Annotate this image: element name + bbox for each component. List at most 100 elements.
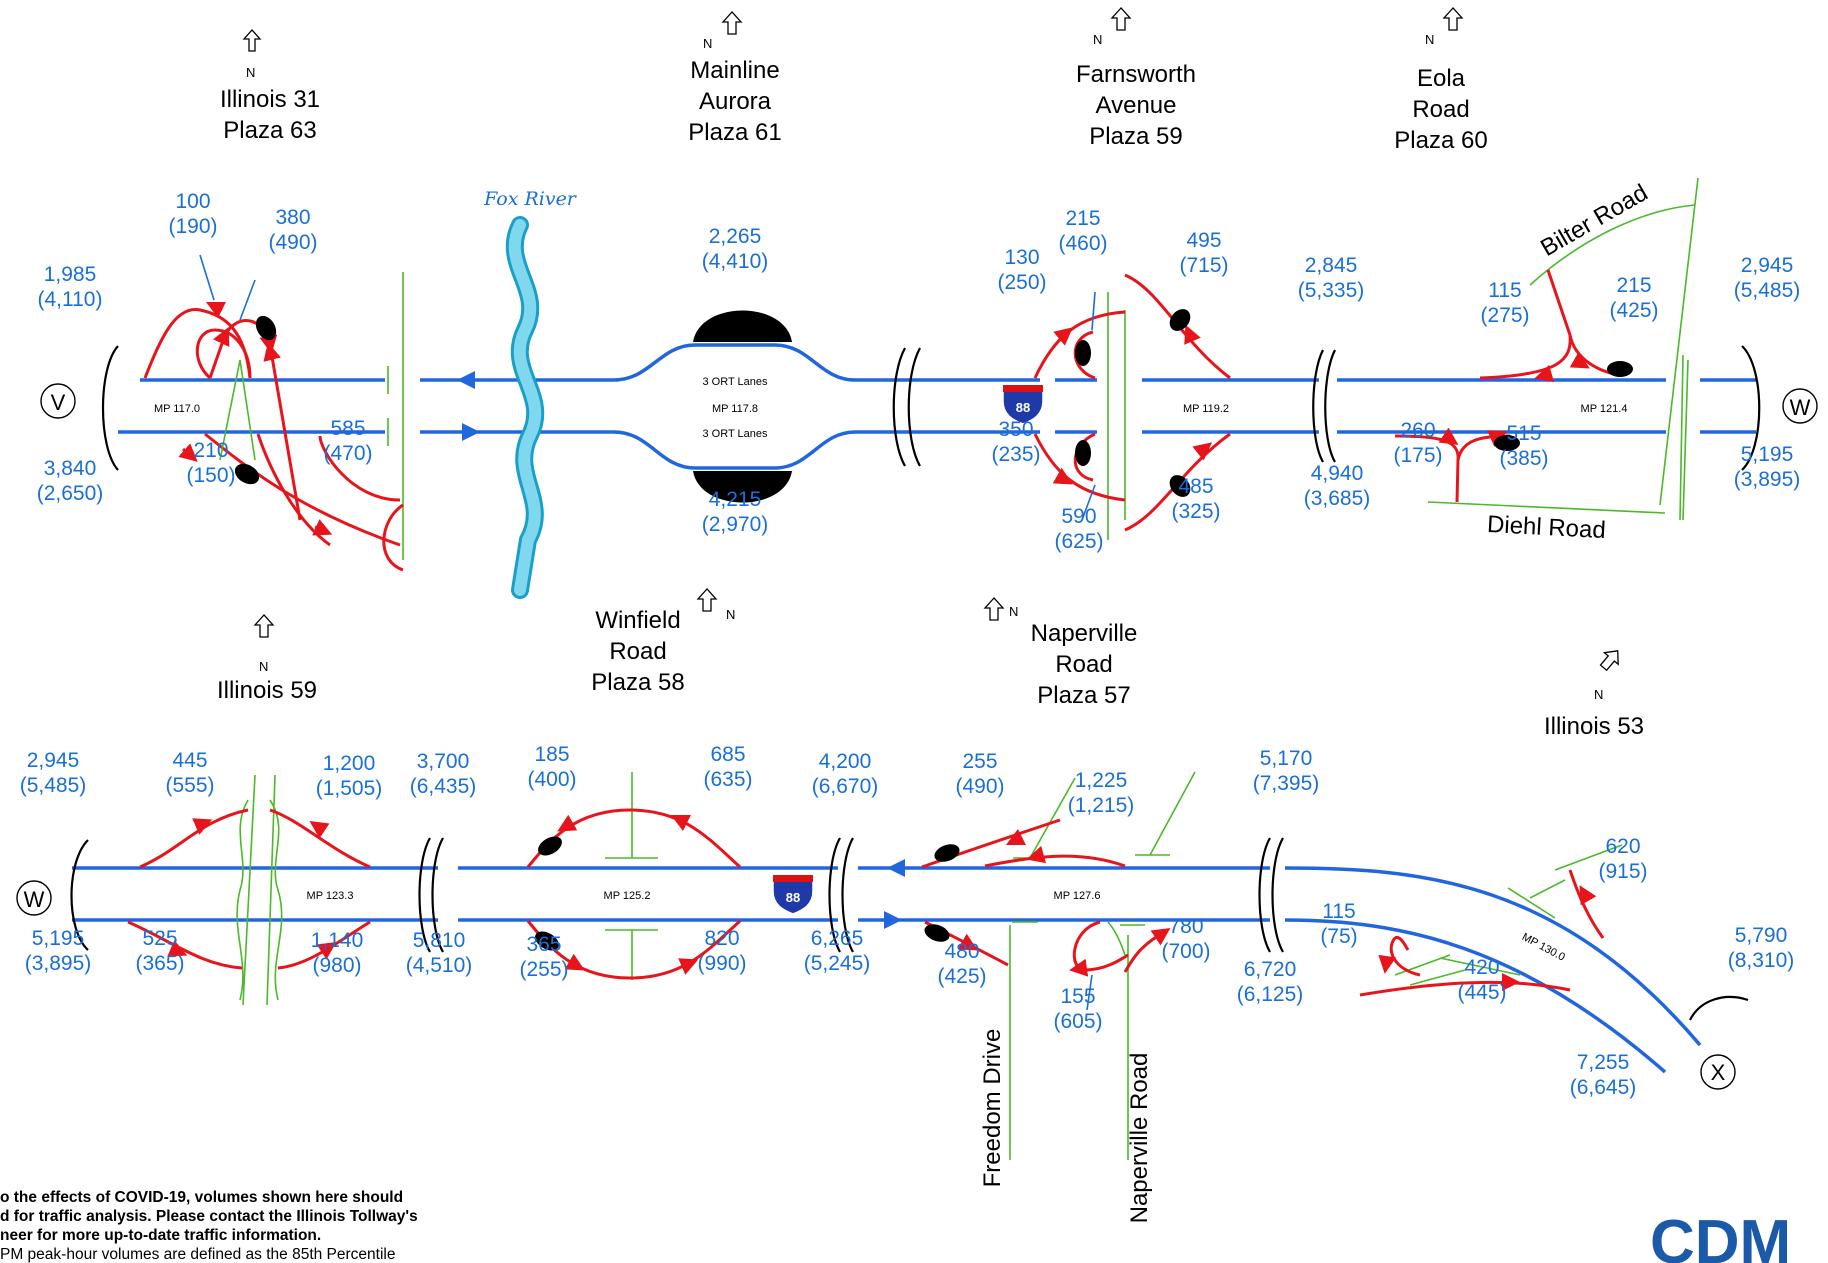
volume-label: 820(990): [697, 927, 746, 975]
break-mark: [1312, 349, 1336, 463]
volume-label: 3,700(6,435): [410, 750, 477, 798]
cross-road: [605, 772, 658, 980]
toll-plaza-icon: [693, 471, 792, 503]
node-x-icon: [1700, 1054, 1736, 1090]
ramp: [1073, 432, 1096, 482]
volume-label: 6,265(5,245): [804, 927, 871, 975]
toll-booth-icon: [234, 463, 260, 485]
milepost-label: MP 130.0: [1520, 931, 1567, 964]
mainline-westbound-top-a: [140, 343, 1040, 382]
mainline-westbound-bottom: [72, 866, 1702, 1047]
volume-label: 2,945(5,485): [1734, 254, 1801, 302]
break-mark: [418, 837, 444, 953]
ramp: [139, 808, 249, 869]
boundary-arc: [101, 345, 119, 471]
volume-label: 3,840(2,650): [37, 457, 104, 505]
toll-booth-icon: [1607, 361, 1633, 377]
volume-label: 185(400): [527, 743, 576, 791]
volume-label: 525(365): [135, 927, 184, 975]
volume-label: 350(235): [991, 418, 1040, 466]
svg-text:W: W: [1790, 395, 1811, 420]
svg-text:N: N: [259, 659, 268, 674]
north-arrow-icon: N: [983, 597, 1018, 621]
toll-booth-icon: [255, 315, 277, 341]
volume-label: 685(635): [703, 743, 752, 791]
cross-road: [219, 359, 256, 461]
volume-label: 5,810(4,510): [406, 929, 473, 977]
svg-text:N: N: [1093, 32, 1102, 47]
ramp: [1389, 935, 1421, 977]
volume-labels: 1,985(4,110)100(190)380(490)3,840(2,650)…: [20, 190, 1801, 1099]
toll-booth-icon: [1169, 475, 1191, 497]
svg-text:neer for more up-to-date traff: neer for more up-to-date traffic informa…: [0, 1227, 321, 1244]
volume-label: 1,200(1,505): [316, 752, 383, 800]
bilter-road: [1529, 204, 1696, 286]
mainline-eastbound-top-a: [118, 430, 1040, 470]
volume-label: 215(425): [1609, 274, 1658, 322]
volume-label: 5,195(3,895): [25, 927, 92, 975]
toll-booth-icon: [1075, 440, 1091, 466]
volume-label: 1,140(980): [311, 929, 364, 977]
mainline-eastbound-bottom: [72, 918, 1667, 1074]
plaza-label-il59: Illinois 59: [217, 677, 317, 704]
volume-label: 260(175): [1393, 419, 1442, 467]
volume-label: 480(425): [937, 940, 986, 988]
boundary-arc: [70, 839, 89, 951]
leader-line: [1086, 974, 1093, 1011]
toll-plaza-icon: [693, 310, 792, 342]
volume-label: 2,945(5,485): [20, 749, 87, 797]
leader-line: [1081, 484, 1096, 521]
milepost-label: MP 123.3: [307, 890, 354, 902]
cross-road: [1394, 844, 1623, 986]
bilter-road-label: Bilter Road: [1536, 179, 1652, 262]
ramp: [269, 808, 371, 869]
svg-text:N: N: [1594, 687, 1603, 702]
volume-label: 4,200(6,670): [812, 750, 879, 798]
svg-text:d for traffic analysis. Please: d for traffic analysis. Please contact t…: [0, 1208, 418, 1225]
svg-text:N: N: [703, 36, 712, 51]
north-arrow-icon: N: [1093, 7, 1132, 47]
cross-road: [236, 774, 283, 1006]
volume-label: 365(255): [519, 933, 568, 981]
freedom-drive-label: Freedom Drive: [979, 1029, 1006, 1188]
toll-booth-icon: [934, 844, 960, 862]
volume-label: 155(605): [1053, 985, 1102, 1033]
volume-label: 130(250): [997, 246, 1046, 294]
svg-text:N: N: [1425, 32, 1434, 47]
volume-label: 6,720(6,125): [1237, 958, 1304, 1006]
svg-text:X: X: [1711, 1060, 1726, 1085]
ramp: [1568, 869, 1605, 939]
volume-label: 7,255(6,645): [1570, 1051, 1637, 1099]
north-arrow-icon: N: [1594, 650, 1619, 702]
svg-text:88: 88: [786, 890, 800, 905]
volume-label: 215(460): [1058, 207, 1107, 255]
boundary-arc: [1689, 995, 1749, 1021]
milepost-label: MP 117.8: [712, 403, 758, 415]
leader-line: [239, 279, 256, 321]
milepost-label: MP 121.4: [1581, 403, 1628, 415]
svg-text:88: 88: [1016, 400, 1030, 415]
diehl-road: [1427, 501, 1666, 514]
milepost-label: MP 117.0: [154, 403, 200, 415]
svg-text:N: N: [246, 65, 255, 80]
volume-label: 1,225(1,215): [1068, 769, 1135, 817]
volume-label: 4,940(3,685): [1304, 462, 1371, 510]
node-v-icon: [40, 383, 76, 419]
north-arrow-icon: N: [1425, 7, 1464, 47]
ramp: [1359, 980, 1571, 997]
milepost-label: MP 127.6: [1054, 890, 1101, 902]
naperville-road-label: Naperville Road: [1126, 1053, 1153, 1224]
volume-label: 485(325): [1171, 475, 1220, 523]
svg-text:V: V: [51, 390, 66, 415]
volume-label: 210(150): [186, 439, 235, 487]
svg-text:o the effects of COVID-19, vol: o the effects of COVID-19, volumes shown…: [0, 1189, 403, 1206]
cdm-logo: CDM: [1650, 1208, 1791, 1263]
svg-text:PM peak-hour volumes are defin: PM peak-hour volumes are defined as the …: [0, 1246, 395, 1263]
ramp: [921, 818, 1061, 869]
toll-booth-icon: [1169, 309, 1191, 331]
toll-booth-icon: [1494, 435, 1520, 451]
volume-label: 380(490): [268, 206, 317, 254]
